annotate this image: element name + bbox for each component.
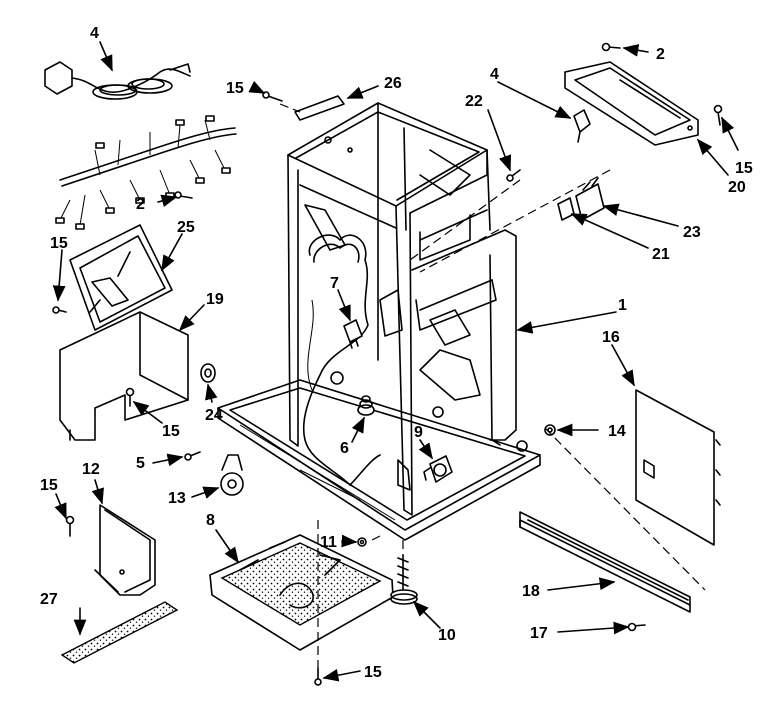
screw-2b xyxy=(174,191,193,199)
label-9: 9 xyxy=(414,424,423,441)
label-12: 12 xyxy=(82,461,100,478)
label-22: 22 xyxy=(465,93,483,110)
part-16-rear-panel xyxy=(635,389,721,546)
part-labels: 4 15 26 4 22 2 15 20 23 21 2 15 25 19 7 … xyxy=(40,25,753,681)
label-5: 5 xyxy=(136,455,145,472)
wire-harness xyxy=(55,115,237,230)
label-26: 26 xyxy=(384,75,402,92)
screw-15f xyxy=(314,667,322,686)
part-21-latch-plate xyxy=(557,197,575,221)
label-15-top: 15 xyxy=(226,80,244,97)
screw-15e xyxy=(65,515,75,537)
screw-15a xyxy=(262,91,283,102)
label-17: 17 xyxy=(530,625,548,642)
screw-5 xyxy=(184,451,201,461)
label-14: 14 xyxy=(608,423,626,440)
label-7: 7 xyxy=(330,275,339,292)
screw-2a xyxy=(601,42,621,52)
alignment-lines xyxy=(279,103,706,668)
label-2-left: 2 xyxy=(136,196,145,213)
nut-11 xyxy=(357,537,367,547)
part-9-actuator xyxy=(423,455,453,483)
label-6: 6 xyxy=(340,440,349,457)
label-20: 20 xyxy=(728,179,746,196)
label-15-mid: 15 xyxy=(162,423,180,440)
label-13: 13 xyxy=(168,490,186,507)
label-2-top: 2 xyxy=(656,46,665,63)
screw-15d xyxy=(125,387,135,407)
cabinet-frame xyxy=(217,102,541,541)
part-3-power-cord xyxy=(44,61,191,100)
label-16: 16 xyxy=(602,329,620,346)
part-8-base-pan xyxy=(209,534,394,651)
label-15-lowleft: 15 xyxy=(40,477,58,494)
label-3: 4 xyxy=(90,25,99,42)
part-26-plate xyxy=(294,95,345,121)
part-19-shield xyxy=(59,311,189,441)
label-10: 10 xyxy=(438,627,456,644)
screw-15b xyxy=(713,104,723,126)
label-1: 1 xyxy=(618,297,627,314)
part-13-caster xyxy=(220,454,244,496)
label-8: 8 xyxy=(206,512,215,529)
part-20-bracket xyxy=(564,61,699,146)
part-12-bracket xyxy=(94,504,156,596)
part-7-switch xyxy=(343,319,363,349)
part-18-rail xyxy=(519,511,691,613)
part-23-latch xyxy=(575,177,605,221)
screw-15c xyxy=(52,306,67,314)
leader-lines xyxy=(52,41,739,682)
label-27: 27 xyxy=(40,591,58,608)
label-15-left: 15 xyxy=(50,235,68,252)
label-19: 19 xyxy=(206,291,224,308)
part-10-leveling-leg xyxy=(390,554,418,605)
part-6-grommet xyxy=(357,395,375,416)
label-21: 21 xyxy=(652,246,670,263)
label-23: 23 xyxy=(683,224,701,241)
label-24: 24 xyxy=(205,407,223,424)
label-18: 18 xyxy=(522,583,540,600)
label-15-bottom: 15 xyxy=(364,664,382,681)
part-25-panel xyxy=(69,224,173,331)
label-4: 4 xyxy=(490,66,499,83)
screw-22 xyxy=(506,169,521,182)
label-25: 25 xyxy=(177,219,195,236)
screw-17 xyxy=(627,622,646,632)
part-4-clip xyxy=(573,109,591,143)
part-27-strip xyxy=(60,601,179,664)
part-24-washer xyxy=(200,363,216,383)
label-11: 11 xyxy=(320,534,337,551)
label-15-right: 15 xyxy=(735,160,753,177)
nut-14 xyxy=(544,424,556,436)
